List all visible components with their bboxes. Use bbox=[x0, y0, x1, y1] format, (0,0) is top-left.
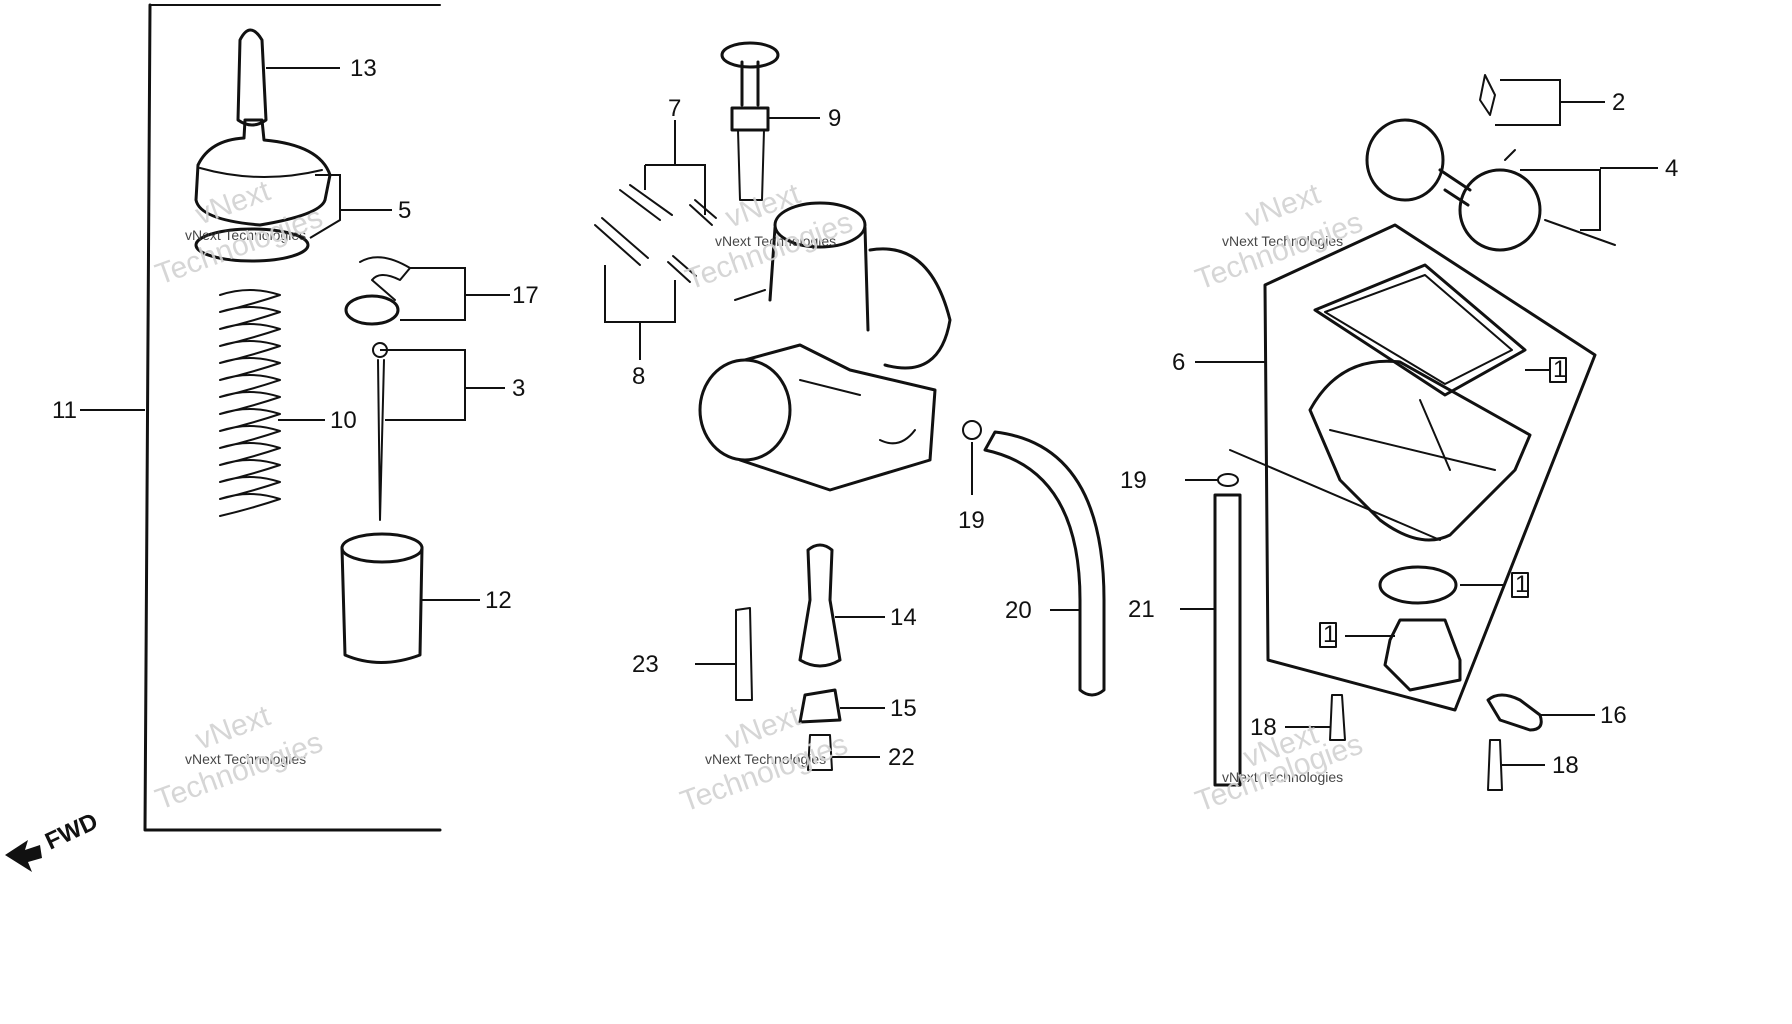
part-6-float-bowl-assembly bbox=[1195, 223, 1597, 712]
callout-5: 5 bbox=[398, 197, 411, 224]
callout-18-left: 18 bbox=[1250, 714, 1277, 741]
forward-arrow-icon bbox=[5, 840, 42, 872]
callout-18-right: 18 bbox=[1552, 752, 1579, 779]
part-3-jet-needle bbox=[372, 342, 505, 521]
carburetor-body bbox=[698, 201, 952, 492]
part-1-boxes bbox=[1319, 357, 1567, 648]
part-2-float-pin bbox=[1479, 74, 1605, 126]
part-10-spring bbox=[219, 289, 325, 517]
watermark-text: vNext Technologies bbox=[1222, 233, 1343, 249]
part-17-clip bbox=[344, 256, 510, 326]
watermark-text: vNext Technologies bbox=[715, 233, 836, 249]
watermark-text: vNext Technologies bbox=[705, 751, 826, 767]
callout-19-middle: 19 bbox=[958, 507, 985, 534]
callout-3: 3 bbox=[512, 375, 525, 402]
callout-6: 6 bbox=[1172, 349, 1185, 376]
fwd-label: FWD bbox=[41, 808, 102, 856]
part-21-tube bbox=[1180, 449, 1441, 787]
watermarks: vNext Technologies vNext Technologies vN… bbox=[151, 174, 1367, 818]
callout-11: 11 bbox=[52, 397, 77, 424]
callout-8: 8 bbox=[632, 363, 645, 390]
callout-labels: 13 5 17 3 10 11 12 7 9 8 19 20 14 23 15 … bbox=[52, 55, 1678, 779]
part-4-float bbox=[1365, 118, 1658, 252]
part-16-bracket bbox=[1486, 693, 1595, 732]
part-7-8-screws bbox=[594, 120, 717, 360]
callout-23: 23 bbox=[632, 651, 659, 678]
watermark-text: vNext Technologies bbox=[185, 751, 306, 767]
callout-19-right: 19 bbox=[1120, 467, 1147, 494]
part-12-throttle-valve bbox=[340, 532, 480, 664]
part-14-needle-jet bbox=[798, 543, 885, 668]
callout-1-oring: 1 bbox=[1515, 571, 1528, 598]
callout-12: 12 bbox=[485, 587, 512, 614]
callout-13: 13 bbox=[350, 55, 377, 82]
callout-2: 2 bbox=[1612, 89, 1625, 116]
part-20-hose bbox=[983, 430, 1106, 697]
callout-7: 7 bbox=[668, 95, 681, 122]
callout-10: 10 bbox=[330, 407, 357, 434]
part-23-pilot-jet bbox=[695, 607, 753, 701]
part-5-top-cap bbox=[194, 118, 392, 263]
part-19-clip-right bbox=[1185, 473, 1239, 487]
callout-15: 15 bbox=[890, 695, 917, 722]
part-13-needle-cap bbox=[236, 28, 340, 127]
part-22-main-jet bbox=[807, 734, 880, 771]
callout-4: 4 bbox=[1665, 155, 1678, 182]
callout-1-gasket: 1 bbox=[1553, 356, 1566, 383]
watermark-text: vNext Technologies bbox=[1222, 769, 1343, 785]
part-19-clip-middle bbox=[962, 420, 982, 495]
callout-9: 9 bbox=[828, 105, 841, 132]
callout-17: 17 bbox=[512, 282, 539, 309]
callout-14: 14 bbox=[890, 604, 917, 631]
callout-20: 20 bbox=[1005, 597, 1032, 624]
part-18-screws bbox=[1285, 694, 1545, 791]
callout-16: 16 bbox=[1600, 702, 1627, 729]
callout-1-plug: 1 bbox=[1323, 621, 1336, 648]
bracket-group-11 bbox=[80, 3, 442, 832]
callout-22: 22 bbox=[888, 744, 915, 771]
watermark-text: vNext Technologies bbox=[185, 227, 306, 243]
part-9-air-screw bbox=[720, 41, 820, 201]
forward-direction-indicator: FWD bbox=[5, 808, 102, 872]
part-15-washer bbox=[798, 688, 885, 724]
callout-21: 21 bbox=[1128, 596, 1155, 623]
